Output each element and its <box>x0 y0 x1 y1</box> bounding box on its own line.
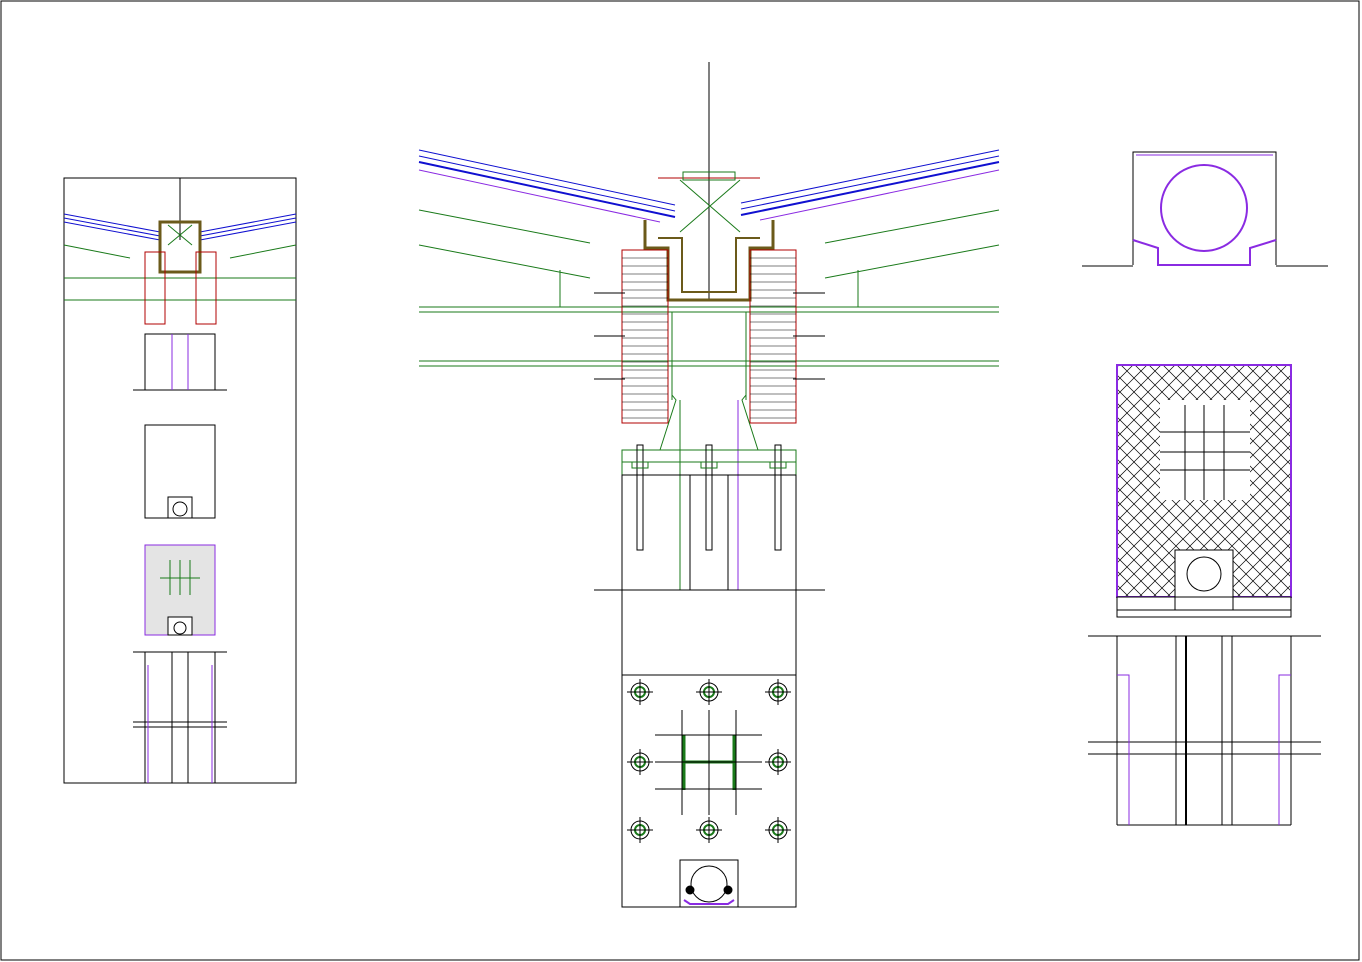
gutter-insulation <box>643 220 775 302</box>
overview-base-plate <box>144 424 216 519</box>
anchor-nut <box>631 461 649 469</box>
purlins <box>418 209 1000 367</box>
overview-hatched-plan <box>144 544 216 636</box>
pipe-chase <box>679 859 739 908</box>
column-elevation-detail <box>1088 635 1321 826</box>
column-section <box>659 312 759 590</box>
anchor-bolt <box>774 444 782 551</box>
roof-panel-right <box>740 149 1000 221</box>
anchor-nut <box>769 461 787 469</box>
anchor-bolt <box>705 444 713 551</box>
brick-pier <box>749 249 797 424</box>
bolt-plan <box>627 679 791 843</box>
main-detail <box>418 62 1000 908</box>
brick-pier <box>621 249 669 424</box>
overview-panel <box>63 177 297 784</box>
hatched-plan-detail <box>1116 364 1292 618</box>
overview-column-elevation <box>133 651 227 783</box>
ridge-cap <box>658 171 760 233</box>
pipe-section-detail <box>1082 151 1328 267</box>
anchor-nut <box>700 461 718 469</box>
anchor-bolt <box>636 444 644 551</box>
roof-panel-left <box>418 149 676 223</box>
overview-roof <box>63 213 297 241</box>
